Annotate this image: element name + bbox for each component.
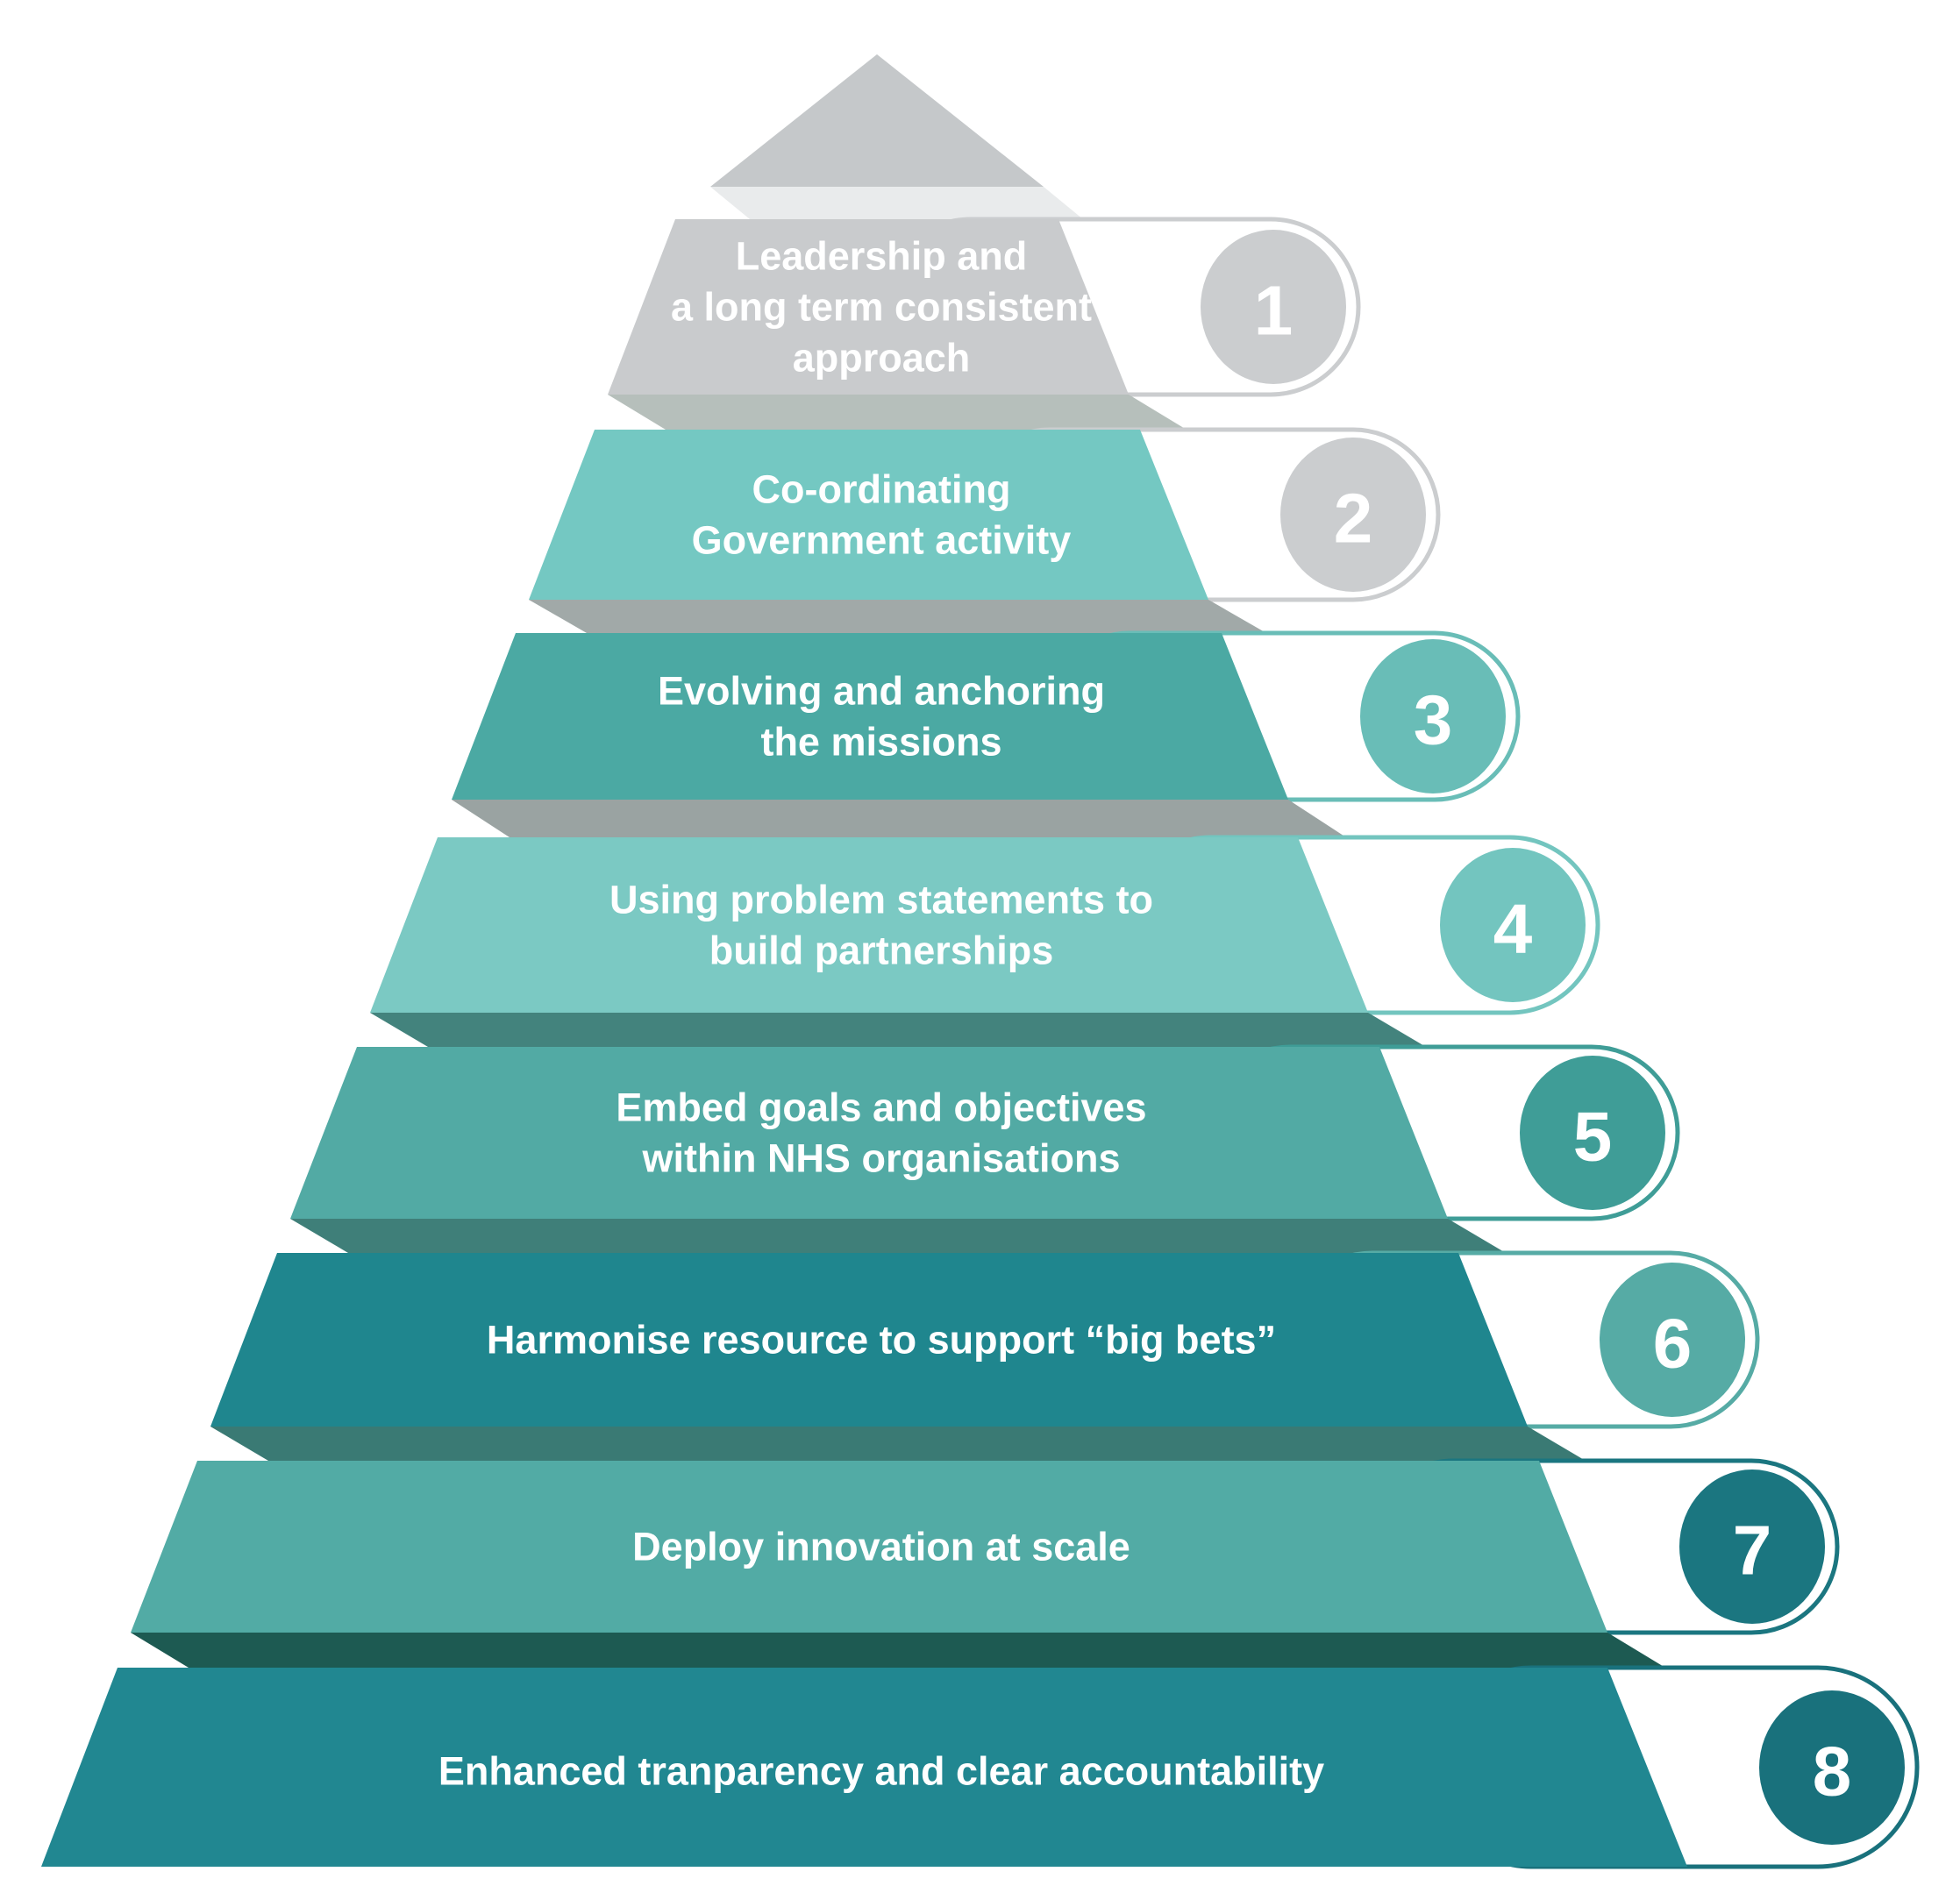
badge-circle-3 (1360, 639, 1506, 793)
layer-shadow-3 (452, 800, 1346, 837)
layer-shadow-1 (608, 395, 1187, 430)
layer-shadow-4 (370, 1013, 1426, 1047)
badge-number-7: 7 (1733, 1512, 1772, 1590)
cap-shadow (710, 187, 1083, 219)
layer-face-4 (370, 837, 1368, 1013)
badge-number-6: 6 (1653, 1305, 1693, 1383)
layer-label-8-line-1: Enhanced tranparency and clear accountab… (438, 1749, 1324, 1794)
layer-label-2-line-1: Co-ordinating (752, 467, 1011, 512)
layer-label-4-line-2: build partnerships (709, 929, 1054, 973)
layer-4: 4 Using problem statements to build part… (370, 835, 1600, 1047)
layer-7: 7 Deploy innovation at scale (131, 1458, 1840, 1668)
layer-6: 6 Harmonise resource to support “big bet… (210, 1250, 1760, 1461)
layer-label-1-line-2: a long term consistent (671, 285, 1092, 330)
layer-3: 3 Evolving and anchoring the missions (452, 630, 1521, 837)
layer-label-2-line-2: Government activity (692, 518, 1072, 563)
layer-face-5 (290, 1047, 1448, 1219)
layer-label-6-line-1: Harmonise resource to support “big bets” (487, 1318, 1276, 1363)
layer-label-4-line-1: Using problem statements to (609, 878, 1153, 922)
badge-circle-8 (1759, 1690, 1905, 1845)
badge-circle-5 (1520, 1056, 1665, 1210)
layer-label-5-line-2: within NHS organisations (641, 1136, 1120, 1181)
layer-shadow-5 (290, 1219, 1506, 1253)
badge-circle-6 (1600, 1263, 1745, 1417)
layer-2: 2 Co-ordinating Government activity (529, 427, 1441, 633)
badge-number-8: 8 (1813, 1733, 1852, 1811)
layer-8: 8 Enhanced tranparency and clear account… (41, 1665, 1920, 1869)
layer-1: 1 Leadership and a long term consistent … (608, 217, 1361, 430)
layer-label-5-line-1: Embed goals and objectives (616, 1085, 1146, 1130)
badge-number-1: 1 (1254, 272, 1294, 350)
layer-face-6 (210, 1253, 1528, 1427)
badge-circle-7 (1679, 1469, 1825, 1624)
badge-number-2: 2 (1334, 480, 1373, 558)
cap-triangle (710, 54, 1044, 187)
layer-5: 5 Embed goals and objectives within NHS … (290, 1044, 1680, 1253)
layer-face-3 (452, 633, 1288, 800)
badge-circle-2 (1280, 438, 1426, 592)
layer-shadow-2 (529, 600, 1266, 633)
layer-label-3-line-1: Evolving and anchoring (658, 669, 1105, 714)
layer-face-1 (608, 219, 1129, 395)
badge-circle-1 (1201, 230, 1346, 384)
layer-label-7-line-1: Deploy innovation at scale (632, 1525, 1130, 1569)
layer-label-1-line-3: approach (793, 336, 971, 381)
badge-number-5: 5 (1573, 1098, 1613, 1176)
layer-label-3-line-2: the missions (760, 720, 1001, 765)
layer-face-7 (131, 1461, 1607, 1633)
badge-circle-4 (1440, 848, 1586, 1002)
badge-number-4: 4 (1493, 890, 1533, 968)
layer-face-2 (529, 430, 1208, 600)
layer-face-8 (41, 1668, 1687, 1867)
layer-shadow-6 (210, 1427, 1586, 1461)
badge-number-3: 3 (1414, 681, 1453, 759)
layer-shadow-7 (131, 1633, 1665, 1668)
layer-label-1-line-1: Leadership and (736, 234, 1028, 279)
